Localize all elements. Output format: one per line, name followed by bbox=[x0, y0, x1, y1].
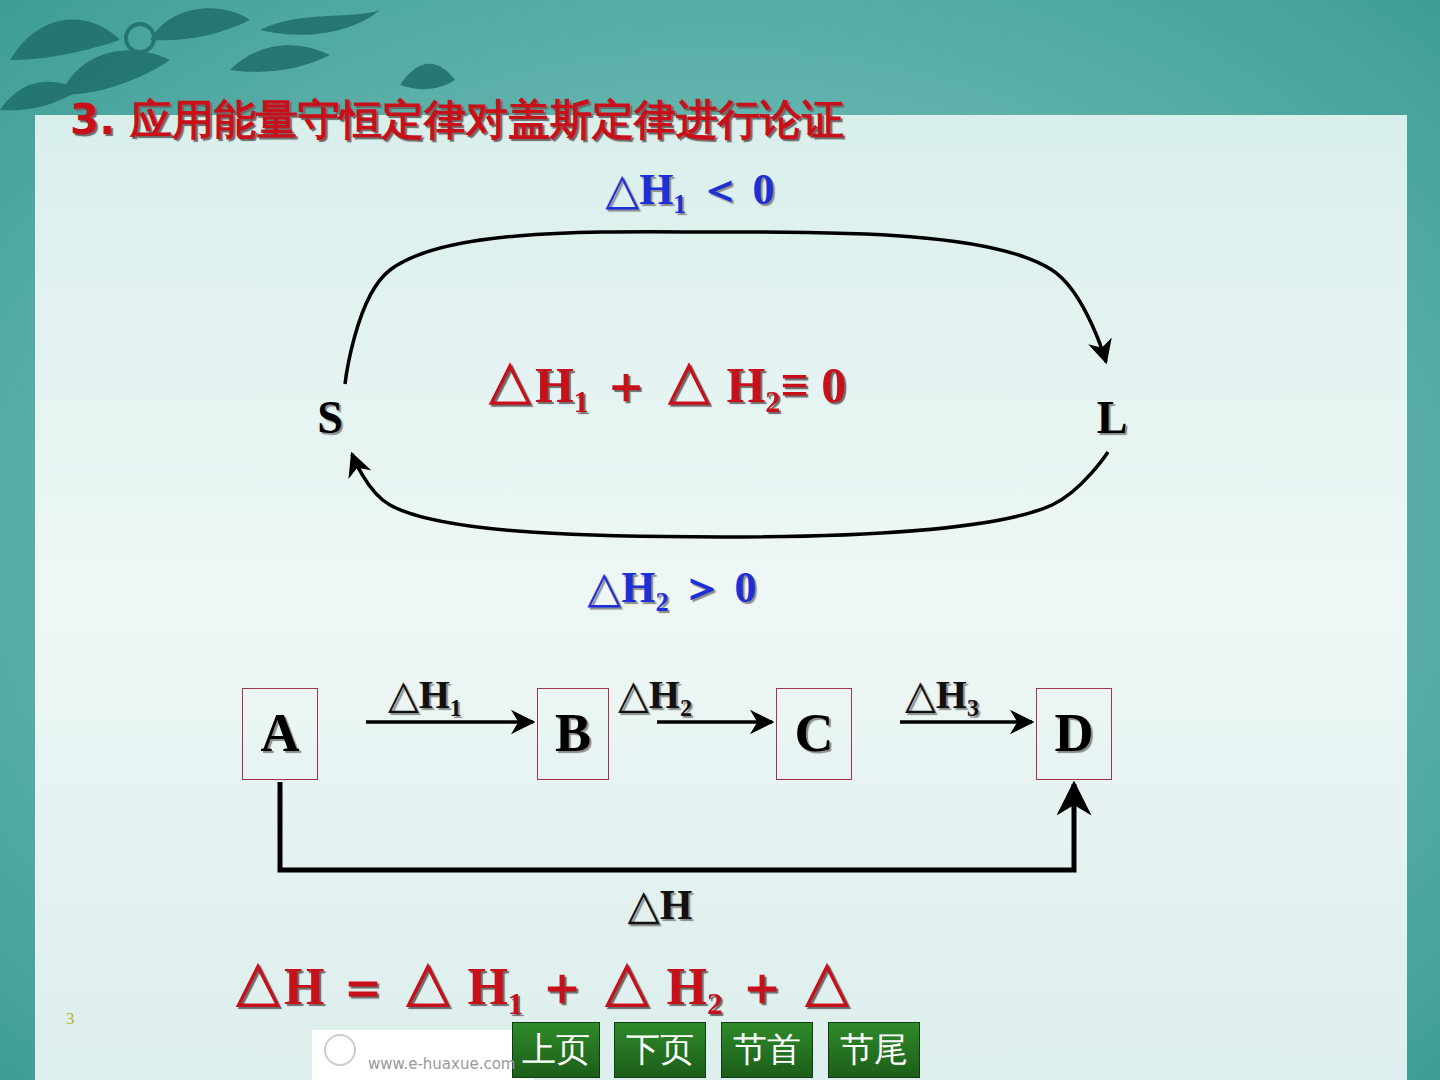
node-text: 节首 bbox=[733, 1031, 801, 1068]
node-text: C bbox=[795, 704, 834, 763]
slide-title: 3. 应用能量守恒定律对盖斯定律进行论证 bbox=[70, 92, 844, 148]
state-label: S bbox=[300, 388, 360, 448]
reaction-arrow bbox=[657, 720, 772, 724]
enthalpy-label: △H bbox=[628, 882, 693, 928]
nav-button: 节尾 bbox=[828, 1022, 920, 1078]
node-text: D bbox=[1055, 704, 1094, 763]
watermark-patch bbox=[312, 1030, 534, 1080]
sum-equation: △H₁ ＋ △ H₂≡ 0 bbox=[485, 358, 846, 413]
nav-button: 上页 bbox=[512, 1022, 600, 1078]
reaction-arrow bbox=[280, 782, 1074, 870]
watermark-logo bbox=[325, 1035, 355, 1065]
species-box: C bbox=[776, 688, 852, 780]
node-text: B bbox=[555, 704, 591, 763]
node-text: 上页 bbox=[522, 1031, 590, 1068]
enthalpy-label: △H₂ ＞ 0 bbox=[587, 564, 756, 612]
node-text: 下页 bbox=[626, 1031, 694, 1068]
enthalpy-label: △H₃ bbox=[905, 673, 979, 717]
node-text: S bbox=[317, 393, 343, 444]
content-panel bbox=[35, 115, 1407, 1080]
nav-button: 节首 bbox=[721, 1022, 813, 1078]
species-box: B bbox=[537, 688, 609, 780]
hess-equation: △H ＝ △ H₁ ＋ △ H₂ ＋ △ bbox=[232, 958, 952, 1015]
species-box: A bbox=[242, 688, 318, 780]
page-number: 3 bbox=[66, 1010, 75, 1029]
watermark: www.e-huaxue.com bbox=[368, 1056, 515, 1073]
node-text: A bbox=[261, 704, 300, 763]
node-text: L bbox=[1097, 393, 1128, 444]
node-text: 节尾 bbox=[840, 1031, 908, 1068]
enthalpy-label: △H₁ ＜ 0 bbox=[605, 166, 774, 214]
enthalpy-label: △H₁ bbox=[388, 673, 462, 717]
enthalpy-label: △H₂ bbox=[618, 673, 692, 717]
reaction-arrow bbox=[352, 452, 1108, 537]
reaction-arrow bbox=[366, 720, 533, 724]
species-box: D bbox=[1036, 688, 1112, 780]
reaction-arrow bbox=[900, 720, 1032, 724]
nav-button: 下页 bbox=[614, 1022, 706, 1078]
state-label: L bbox=[1082, 388, 1142, 448]
